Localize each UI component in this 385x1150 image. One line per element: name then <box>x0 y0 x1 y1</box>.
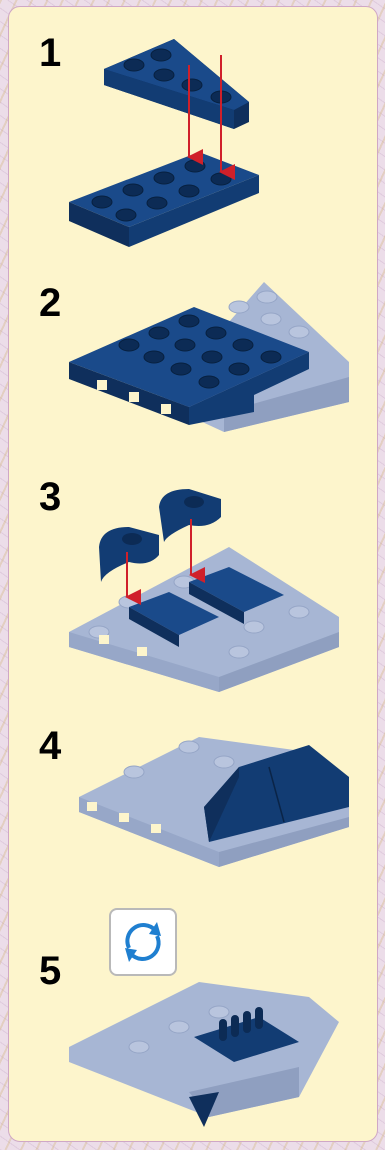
step-4-illustration <box>79 737 349 867</box>
step-2-illustration <box>69 282 349 432</box>
instruction-illustrations <box>9 7 378 1142</box>
rotate-model-icon <box>109 908 177 976</box>
instruction-panel: 1 2 3 4 5 <box>8 6 378 1142</box>
rotate-arrows-icon <box>111 910 175 974</box>
step-1-illustration <box>69 39 259 247</box>
step-3-illustration <box>69 489 339 692</box>
step-5-illustration <box>69 982 339 1127</box>
wedge-plate <box>104 39 249 129</box>
plate-2x4 <box>69 152 259 247</box>
